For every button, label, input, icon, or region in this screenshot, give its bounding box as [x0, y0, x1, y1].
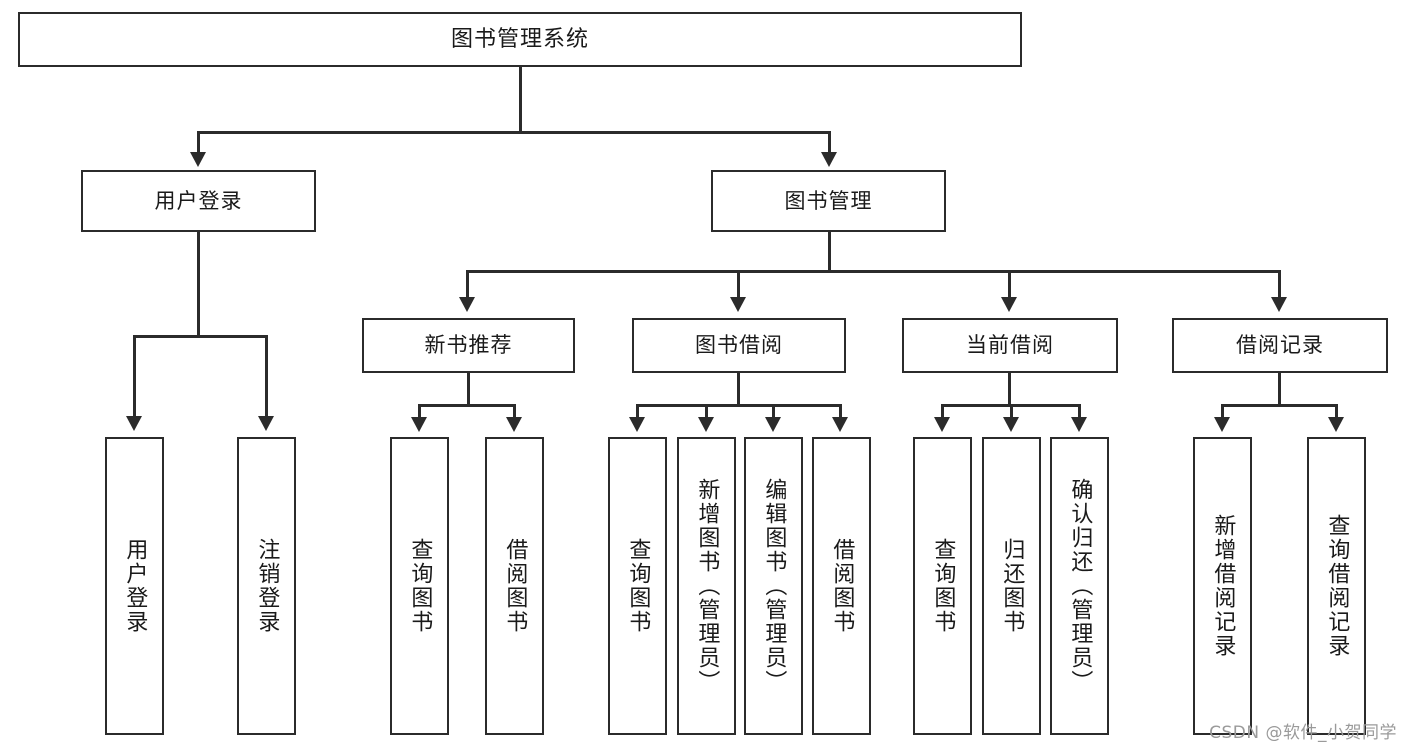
- connector-root-stem: [519, 67, 522, 133]
- leaf-book-borrow-borrow-book[interactable]: 借阅图书: [812, 437, 871, 735]
- node-label: 新增图书（管理员）: [694, 478, 720, 694]
- node-label: 新增借阅记录: [1210, 514, 1236, 658]
- connector-user-login-bus: [133, 335, 268, 338]
- node-book-management[interactable]: 图书管理: [711, 170, 946, 232]
- connector-book-borrow-bus: [636, 404, 842, 407]
- leaf-borrow-record-query-record[interactable]: 查询借阅记录: [1307, 437, 1366, 735]
- connector-cb-to-leaf-3: [1078, 404, 1081, 418]
- arrow-cb-to-leaf-2: [1003, 417, 1019, 432]
- arrow-cb-to-leaf-3: [1071, 417, 1087, 432]
- connector-user-login-stem: [197, 232, 200, 337]
- arrow-bb-to-leaf-1: [629, 417, 645, 432]
- leaf-current-borrow-query-book[interactable]: 查询图书: [913, 437, 972, 735]
- node-label: 借阅记录: [1236, 333, 1324, 358]
- node-label: 用户登录: [154, 188, 243, 213]
- arrow-root-to-book-management: [821, 152, 837, 167]
- connector-nb-to-leaf-1: [418, 404, 421, 418]
- node-label: 当前借阅: [966, 333, 1054, 358]
- leaf-new-book-query-book[interactable]: 查询图书: [390, 437, 449, 735]
- arrow-bm-to-new-book: [459, 297, 475, 312]
- node-label: 图书管理: [784, 188, 873, 213]
- arrow-bb-to-leaf-4: [832, 417, 848, 432]
- arrow-bm-to-book-borrow: [730, 297, 746, 312]
- arrow-nb-to-leaf-1: [411, 417, 427, 432]
- connector-borrow-record-bus: [1221, 404, 1338, 407]
- node-user-login[interactable]: 用户登录: [81, 170, 316, 232]
- arrow-nb-to-leaf-2: [506, 417, 522, 432]
- arrow-user-login-to-leaf-1: [126, 416, 142, 431]
- leaf-book-borrow-query-book[interactable]: 查询图书: [608, 437, 667, 735]
- node-borrow-record[interactable]: 借阅记录: [1172, 318, 1388, 373]
- leaf-book-borrow-edit-book-admin[interactable]: 编辑图书（管理员）: [744, 437, 803, 735]
- connector-bb-to-leaf-1: [636, 404, 639, 418]
- connector-new-book-bus: [418, 404, 516, 407]
- connector-root-to-user-login: [197, 131, 200, 156]
- node-label: 借阅图书: [829, 538, 855, 634]
- connector-user-login-to-leaf-2: [265, 335, 268, 419]
- leaf-new-book-borrow-book[interactable]: 借阅图书: [485, 437, 544, 735]
- connector-cb-to-leaf-2: [1010, 404, 1013, 418]
- connector-borrow-record-stem: [1278, 373, 1281, 406]
- node-current-borrow[interactable]: 当前借阅: [902, 318, 1118, 373]
- node-root-book-management-system[interactable]: 图书管理系统: [18, 12, 1022, 67]
- connector-root-to-book-management: [828, 131, 831, 156]
- leaf-borrow-record-add-record[interactable]: 新增借阅记录: [1193, 437, 1252, 735]
- leaf-user-login-logout[interactable]: 注销登录: [237, 437, 296, 735]
- node-label: 查询图书: [625, 538, 651, 634]
- connector-nb-to-leaf-2: [513, 404, 516, 418]
- node-label: 借阅图书: [502, 538, 528, 634]
- connector-cb-to-leaf-1: [941, 404, 944, 418]
- node-label: 查询借阅记录: [1324, 514, 1350, 658]
- node-label: 编辑图书（管理员）: [761, 478, 787, 694]
- connector-new-book-stem: [467, 373, 470, 406]
- node-label: 新书推荐: [424, 333, 513, 358]
- arrow-root-to-user-login: [190, 152, 206, 167]
- connector-bb-to-leaf-2: [705, 404, 708, 418]
- connector-user-login-to-leaf-1: [133, 335, 136, 419]
- node-label: 图书借阅: [695, 333, 783, 358]
- connector-root-bus: [197, 131, 831, 134]
- connector-book-management-stem: [828, 232, 831, 272]
- node-label: 确认归还（管理员）: [1067, 478, 1093, 694]
- arrow-bb-to-leaf-3: [765, 417, 781, 432]
- connector-br-to-leaf-2: [1335, 404, 1338, 418]
- connector-bm-to-book-borrow: [737, 270, 740, 300]
- node-label: 注销登录: [254, 538, 280, 634]
- connector-bb-to-leaf-4: [839, 404, 842, 418]
- connector-book-borrow-stem: [737, 373, 740, 406]
- node-label: 归还图书: [999, 538, 1025, 634]
- connector-bm-to-borrow-record: [1278, 270, 1281, 300]
- node-book-borrow[interactable]: 图书借阅: [632, 318, 846, 373]
- connector-book-management-bus: [466, 270, 1281, 273]
- arrow-bb-to-leaf-2: [698, 417, 714, 432]
- node-label: 查询图书: [407, 538, 433, 634]
- connector-bb-to-leaf-3: [772, 404, 775, 418]
- arrow-br-to-leaf-1: [1214, 417, 1230, 432]
- leaf-current-borrow-return-book[interactable]: 归还图书: [982, 437, 1041, 735]
- leaf-user-login-login[interactable]: 用户登录: [105, 437, 164, 735]
- connector-bm-to-current-borrow: [1008, 270, 1011, 300]
- arrow-br-to-leaf-2: [1328, 417, 1344, 432]
- node-label: 用户登录: [122, 538, 148, 634]
- connector-bm-to-new-book: [466, 270, 469, 300]
- leaf-current-borrow-confirm-return-admin[interactable]: 确认归还（管理员）: [1050, 437, 1109, 735]
- connector-br-to-leaf-1: [1221, 404, 1224, 418]
- node-label: 图书管理系统: [450, 26, 589, 52]
- arrow-bm-to-borrow-record: [1271, 297, 1287, 312]
- arrow-bm-to-current-borrow: [1001, 297, 1017, 312]
- node-label: 查询图书: [930, 538, 956, 634]
- arrow-user-login-to-leaf-2: [258, 416, 274, 431]
- arrow-cb-to-leaf-1: [934, 417, 950, 432]
- node-new-book-recommend[interactable]: 新书推荐: [362, 318, 575, 373]
- connector-current-borrow-stem: [1008, 373, 1011, 406]
- leaf-book-borrow-add-book-admin[interactable]: 新增图书（管理员）: [677, 437, 736, 735]
